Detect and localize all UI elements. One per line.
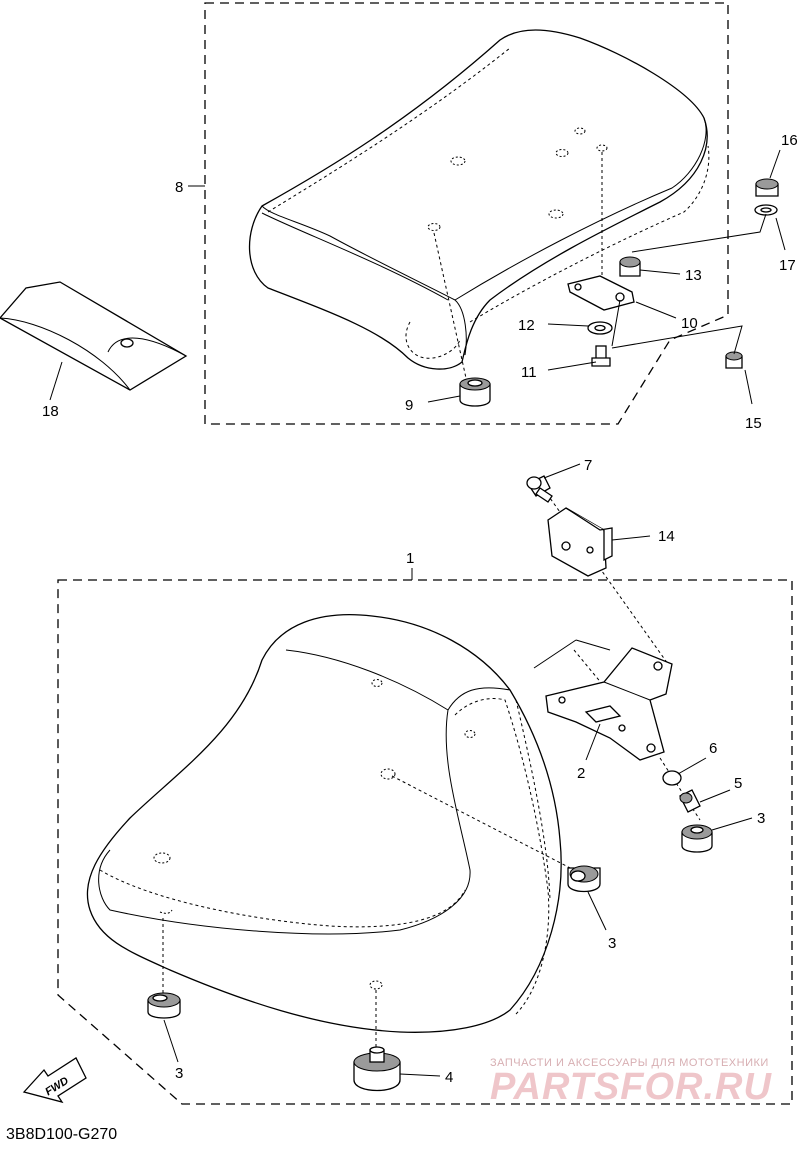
- rider-seat[interactable]: [86, 614, 562, 1033]
- callout-2: 2: [577, 765, 585, 782]
- seat-cover-18[interactable]: [0, 281, 188, 391]
- watermark-logo: PARTSFOR.RU: [490, 1066, 772, 1108]
- damper-9[interactable]: [459, 377, 491, 407]
- washer-17[interactable]: [754, 204, 778, 216]
- callout-5: 5: [734, 775, 742, 792]
- damper-3-middle[interactable]: [567, 865, 601, 893]
- bracket-2[interactable]: [545, 647, 673, 761]
- fwd-arrow: FWD: [22, 1057, 87, 1104]
- callout-11: 11: [521, 364, 537, 381]
- washer-12[interactable]: [587, 321, 613, 335]
- nut-13[interactable]: [619, 256, 641, 277]
- callout-1: 1: [406, 550, 414, 567]
- callout-14: 14: [658, 528, 675, 545]
- callout-3-middle: 3: [608, 935, 616, 952]
- damper-3-left[interactable]: [147, 992, 181, 1019]
- bolt-11[interactable]: [591, 345, 611, 367]
- rider-seat-group-frame: [57, 579, 793, 1105]
- bracket-10[interactable]: [567, 275, 635, 311]
- nut-15[interactable]: [725, 351, 743, 369]
- bolt-5[interactable]: [679, 789, 701, 813]
- upper-leader-lines: [49, 149, 786, 405]
- bolt-7[interactable]: [526, 475, 553, 503]
- callout-13: 13: [685, 267, 702, 284]
- callout-16: 16: [781, 132, 798, 149]
- callout-12: 12: [518, 317, 535, 334]
- callout-6: 6: [709, 740, 717, 757]
- washer-6[interactable]: [662, 770, 682, 786]
- callout-10: 10: [681, 315, 698, 332]
- callout-8: 8: [175, 179, 183, 196]
- damper-3-right[interactable]: [681, 824, 713, 853]
- diagram-code: 3B8D100-G270: [6, 1126, 118, 1143]
- callout-18: 18: [42, 403, 59, 420]
- nut-16[interactable]: [755, 178, 779, 197]
- callout-4: 4: [445, 1069, 453, 1086]
- bracket-14[interactable]: [547, 507, 613, 577]
- callout-17: 17: [779, 257, 796, 274]
- callout-numbers: 8 9 10 11 12 13 15 16 17 18 1 7 14 2 6 5…: [42, 132, 798, 1086]
- callout-7: 7: [584, 457, 592, 474]
- callout-3-right: 3: [757, 810, 765, 827]
- lower-leader-lines: [163, 463, 753, 1077]
- callout-3-left: 3: [175, 1065, 183, 1082]
- damper-4[interactable]: [353, 1046, 401, 1092]
- passenger-seat[interactable]: [248, 29, 710, 370]
- watermark-tagline: ЗАПЧАСТИ И АКСЕССУАРЫ ДЛЯ МОТОТЕХНИКИ: [490, 1057, 769, 1069]
- callout-15: 15: [745, 415, 762, 432]
- callout-9: 9: [405, 397, 413, 414]
